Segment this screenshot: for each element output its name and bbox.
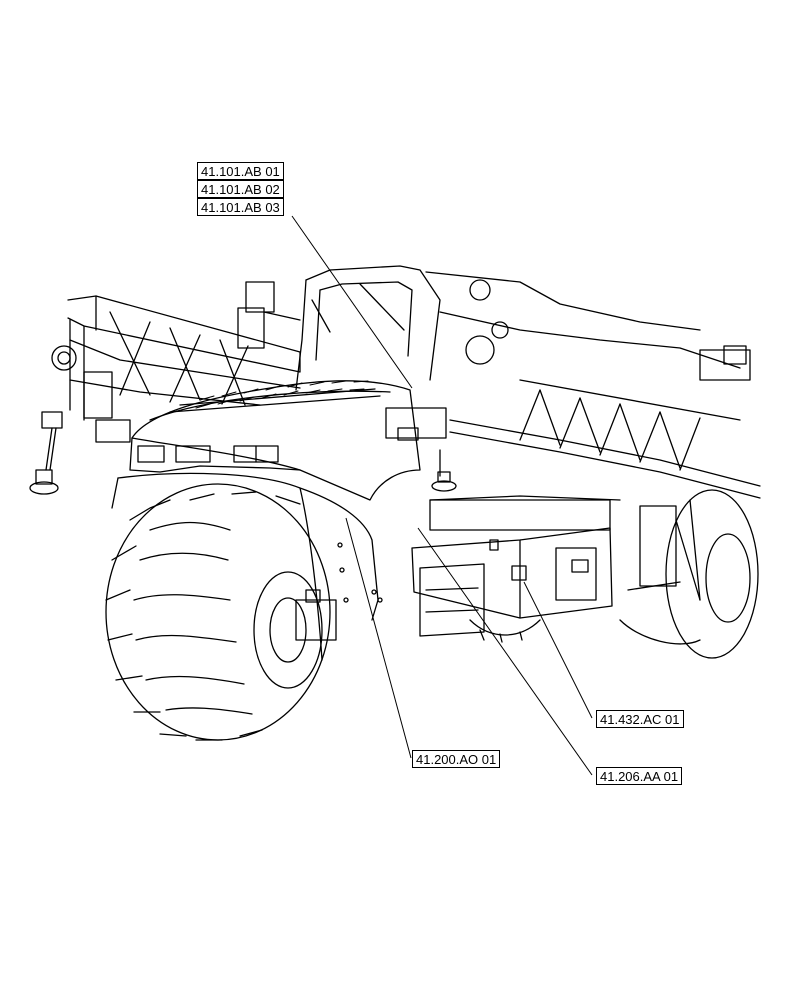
cab <box>237 265 441 391</box>
callout-tank: 41.432.AC 01 <box>596 710 684 728</box>
rear-left-tire <box>469 619 541 643</box>
hood-louvres <box>195 380 369 409</box>
callout-step: 41.206.AA 01 <box>596 767 683 785</box>
leader-lines <box>291 215 593 776</box>
rear-tire <box>619 489 759 659</box>
callout-cab-2: 41.101.AB 02 <box>197 180 284 198</box>
right-boom <box>385 271 761 499</box>
front-fender <box>111 472 383 661</box>
tank-and-step <box>411 495 621 637</box>
callout-cab-3: 41.101.AB 03 <box>197 198 284 216</box>
callout-fender: 41.200.AO 01 <box>412 750 501 768</box>
hood <box>129 380 421 501</box>
front-tire <box>105 483 331 741</box>
left-boom <box>29 295 301 495</box>
callout-cab-1: 41.101.AB 01 <box>197 162 284 180</box>
